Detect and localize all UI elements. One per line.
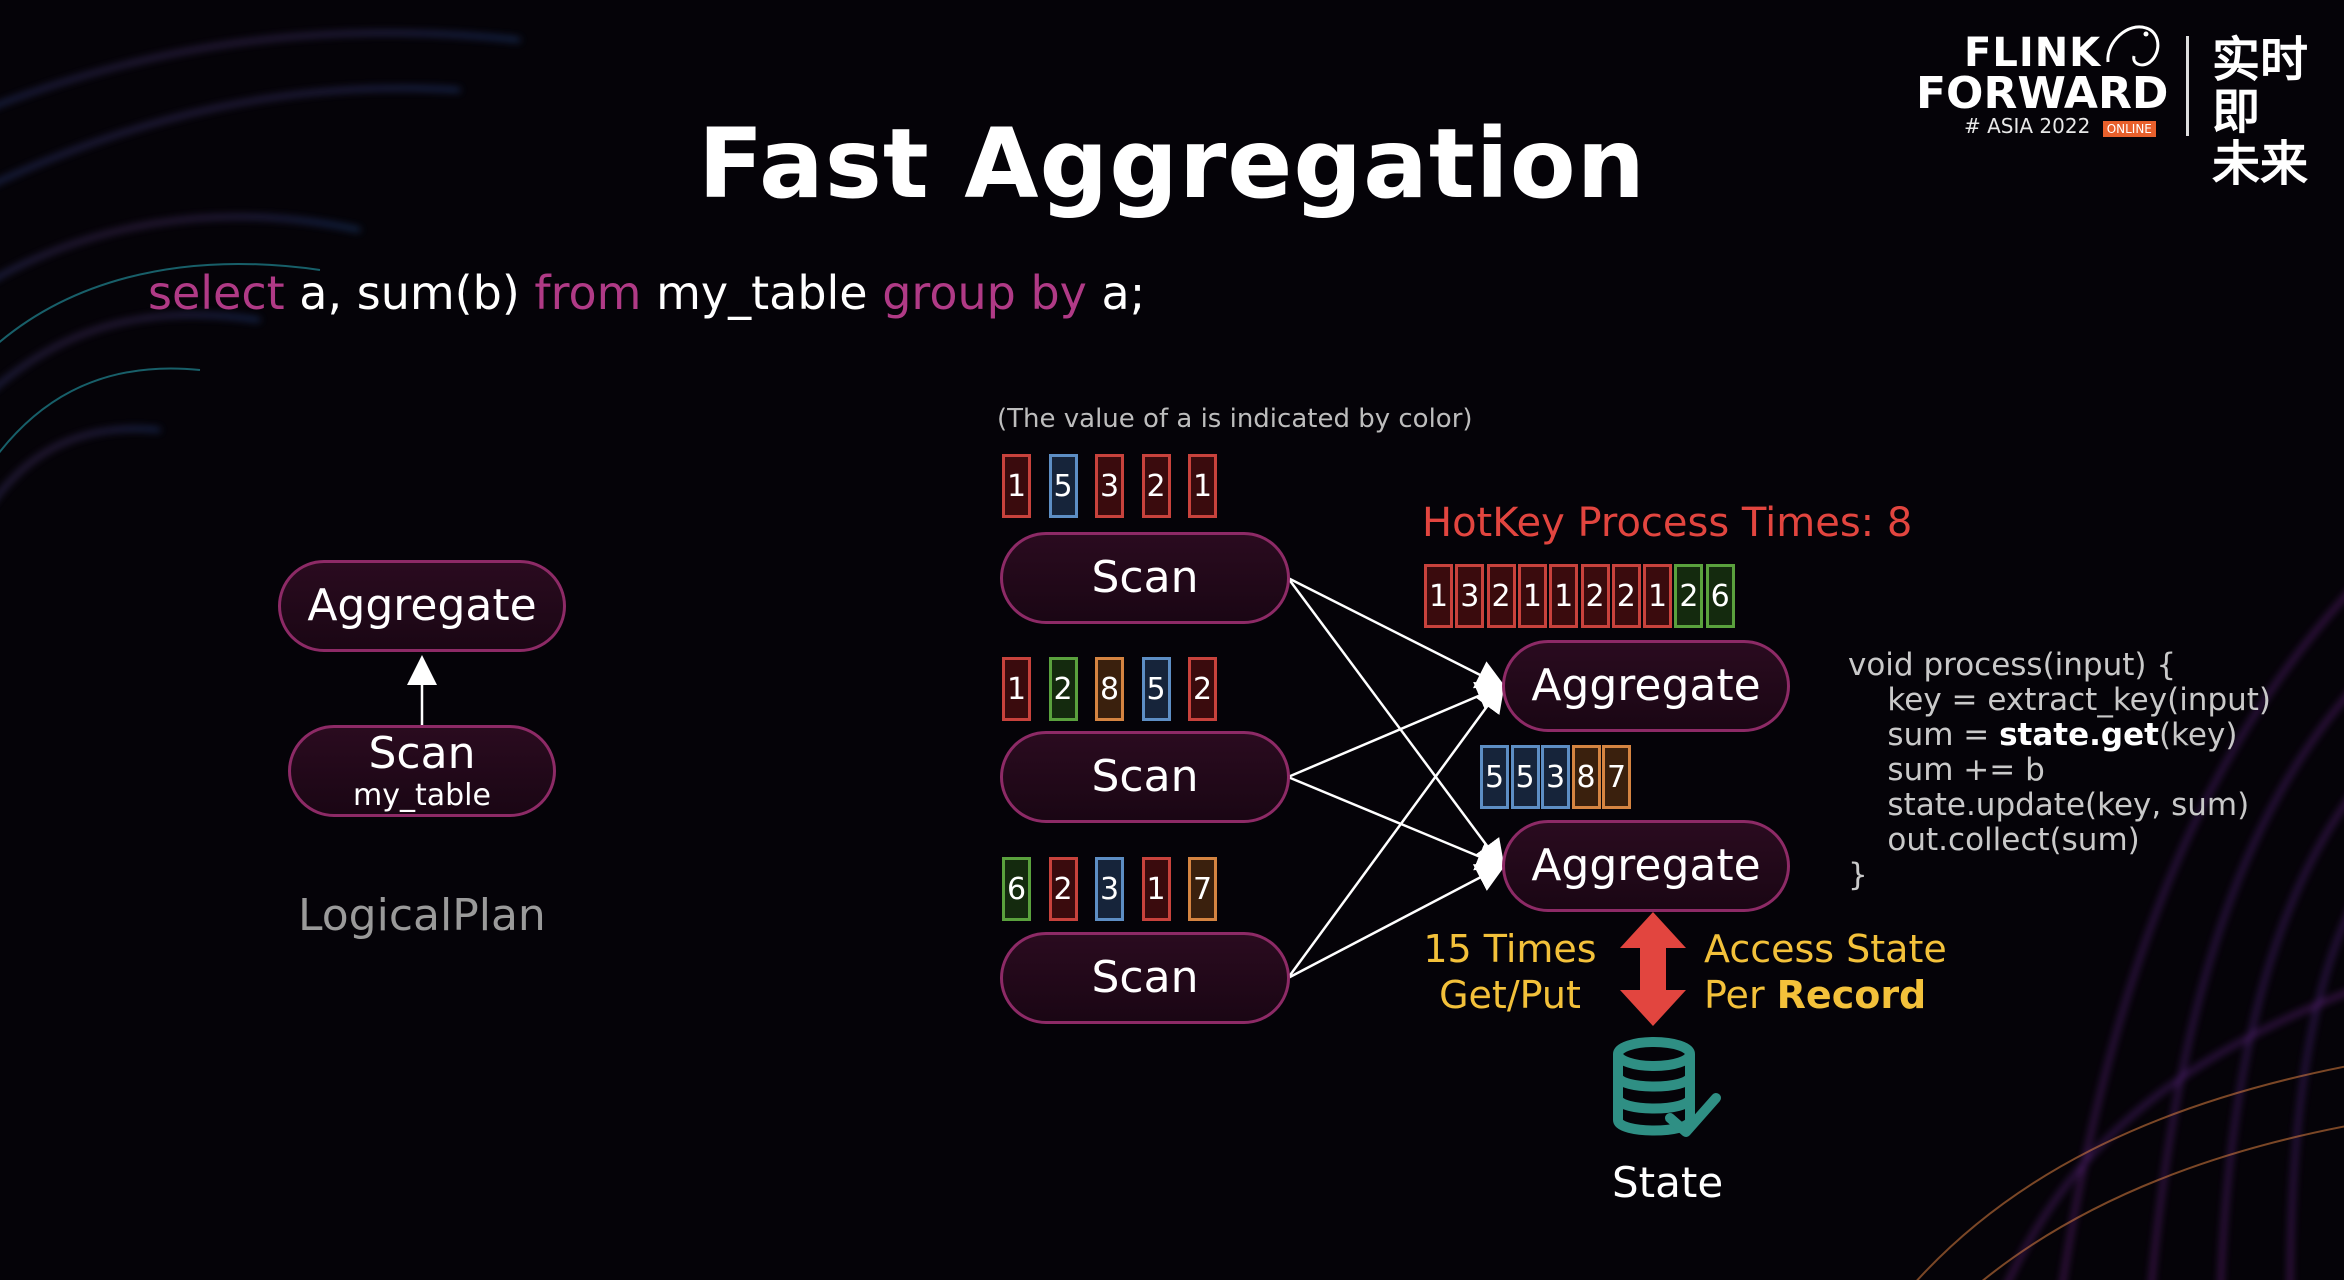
agg1-input-record: 1 xyxy=(1643,564,1673,628)
scan-input-record: 1 xyxy=(1188,454,1217,518)
edge-scan3-agg2 xyxy=(1287,863,1507,980)
code-line-3-c: (key) xyxy=(2158,717,2238,753)
scan-node-label: Scan xyxy=(1091,551,1199,603)
hotkey-label: HotKey Process Times: 8 xyxy=(1422,500,1913,546)
code-line-2: key = extract_key(input) xyxy=(1848,682,2272,718)
aggregate-node-label: Aggregate xyxy=(1531,839,1761,891)
scan-input-record: 2 xyxy=(1141,454,1171,518)
state-label: State xyxy=(1612,1158,1724,1207)
logo-line-flink: FLINK xyxy=(1964,30,2102,76)
logo-cn: 实时即 未来 xyxy=(2212,34,2344,190)
scan-input-record: 3 xyxy=(1095,454,1124,518)
scan-input-record: 2 xyxy=(1048,657,1078,721)
double-arrow-icon xyxy=(1620,912,1686,1026)
scan-input-record: 2 xyxy=(1188,657,1217,721)
squirrel-icon xyxy=(2106,25,2160,67)
agg1-input-record: 2 xyxy=(1674,564,1704,628)
scan-input-record: 1 xyxy=(1141,857,1171,921)
agg1-input-record: 1 xyxy=(1517,564,1547,628)
edge-scan2-agg2 xyxy=(1287,775,1507,871)
access-line-2: Per Record xyxy=(1704,972,1947,1018)
scan-input-record: 3 xyxy=(1095,857,1124,921)
scan-node-1: Scan xyxy=(1000,532,1290,624)
aggregate-node-label: Aggregate xyxy=(1531,659,1761,711)
scan-node-label: Scan xyxy=(1091,750,1199,802)
logical-aggregate-label: Aggregate xyxy=(307,579,537,631)
times-label: 15 Times Get/Put xyxy=(1420,926,1600,1018)
process-code: void process(input) { key = extract_key(… xyxy=(1848,648,2271,893)
sql-keyword-group-by: group by xyxy=(882,266,1087,320)
database-icon xyxy=(1613,1037,1721,1137)
logo-online-badge: ONLINE xyxy=(2102,121,2156,137)
code-line-5: state.update(key, sum) xyxy=(1848,787,2250,823)
sql-text-2: my_table xyxy=(641,266,883,320)
code-line-4: sum += b xyxy=(1848,752,2045,788)
sql-text-3: a; xyxy=(1086,266,1146,320)
scan-input-record: 1 xyxy=(1002,657,1031,721)
scan-input-record: 5 xyxy=(1141,657,1171,721)
code-line-3-a: sum = xyxy=(1848,717,2000,753)
aggregate-node-2: Aggregate xyxy=(1502,820,1790,912)
agg2-input-record: 5 xyxy=(1510,745,1540,809)
logo-divider xyxy=(2186,36,2189,136)
sql-text-1: a, sum(b) xyxy=(284,266,535,320)
logo-sub: # ASIA 2022 ONLINE xyxy=(1964,114,2156,138)
edge-scan3-agg1 xyxy=(1286,681,1505,979)
logical-aggregate-node: Aggregate xyxy=(278,560,566,652)
scan-input-record: 2 xyxy=(1048,857,1078,921)
scan-input-record: 7 xyxy=(1188,857,1217,921)
logical-plan-caption: LogicalPlan xyxy=(298,890,546,941)
edge-scan2-agg1 xyxy=(1287,681,1507,779)
access-label: Access State Per Record xyxy=(1704,926,1947,1018)
logo-year: # ASIA 2022 xyxy=(1964,114,2091,138)
logo-cn-line2: 未来 xyxy=(2212,136,2309,192)
logical-scan-node: Scan my_table xyxy=(288,725,556,817)
edge-scan1-agg2 xyxy=(1286,577,1505,871)
logical-scan-label: Scan xyxy=(368,728,476,780)
scan-input-record: 1 xyxy=(1002,454,1031,518)
scan-input-record: 6 xyxy=(1002,857,1031,921)
agg2-input-record: 3 xyxy=(1541,745,1570,809)
agg1-input-record: 6 xyxy=(1705,564,1735,628)
page-title: Fast Aggregation xyxy=(698,108,1646,220)
logical-scan-table: my_table xyxy=(353,777,491,813)
code-line-3: sum = state.get(key) xyxy=(1848,718,2271,753)
logo-cn-line1: 实时即 xyxy=(2212,32,2309,140)
aggregate-node-1: Aggregate xyxy=(1502,640,1790,732)
agg1-input-record: 2 xyxy=(1486,564,1516,628)
scan-node-label: Scan xyxy=(1091,951,1199,1003)
code-line-1: void process(input) { xyxy=(1848,647,2177,683)
sql-keyword-from: from xyxy=(534,266,642,320)
code-line-7: } xyxy=(1848,857,1868,893)
agg2-input-record: 5 xyxy=(1480,745,1509,809)
times-line-1: 15 Times xyxy=(1423,927,1597,971)
logo-line-forward: FORWARD xyxy=(1916,68,2169,119)
agg2-input-record: 8 xyxy=(1571,745,1601,809)
flink-forward-logo: FLINK FORWARD # ASIA 2022 ONLINE xyxy=(1916,25,2168,140)
scan-node-2: Scan xyxy=(1000,731,1290,823)
code-line-6: out.collect(sum) xyxy=(1848,822,2140,858)
edge-scan1-agg1 xyxy=(1287,576,1507,689)
access-line-2-prefix: Per xyxy=(1704,973,1777,1017)
scan-node-3: Scan xyxy=(1000,932,1290,1024)
scan-input-record: 5 xyxy=(1048,454,1078,518)
scan-input-record: 8 xyxy=(1095,657,1124,721)
agg1-input-record: 2 xyxy=(1580,564,1610,628)
code-line-3-b: state.get xyxy=(1999,717,2159,753)
color-note: (The value of a is indicated by color) xyxy=(997,404,1473,434)
agg1-input-record: 1 xyxy=(1549,564,1579,628)
access-line-2-emphasis: Record xyxy=(1776,973,1927,1017)
agg1-input-record: 1 xyxy=(1424,564,1453,628)
sql-keyword-select: select xyxy=(148,266,285,320)
sql-query: select a, sum(b) from my_table group by … xyxy=(148,266,1145,320)
agg1-input-record: 3 xyxy=(1455,564,1485,628)
agg2-input-record: 7 xyxy=(1602,745,1631,809)
times-line-2: Get/Put xyxy=(1439,973,1581,1017)
agg1-input-record: 2 xyxy=(1611,564,1641,628)
access-line-1: Access State xyxy=(1704,927,1947,971)
